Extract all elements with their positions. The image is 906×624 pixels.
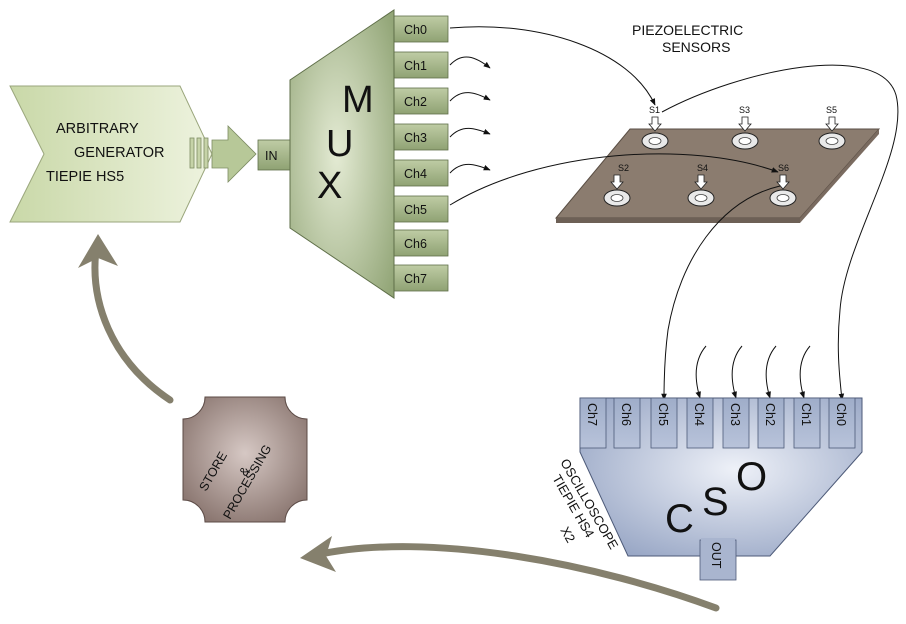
osc-channel-ch4: Ch4 <box>686 397 714 449</box>
generator-label-line2: GENERATOR <box>74 145 165 161</box>
sensor-s3-arrow-icon <box>738 116 752 132</box>
osc-channel-ch6: Ch6 <box>613 397 641 449</box>
feedback-flow-arrows <box>78 234 720 612</box>
mux-letter-x: X <box>317 165 342 207</box>
processing-body <box>182 396 308 523</box>
osc-ch5-label: Ch5 <box>656 403 670 426</box>
mux-channel-ch5: Ch5 <box>391 195 449 223</box>
sensor-s4: S4 <box>687 163 715 207</box>
sensor-s5: S5 <box>818 105 846 150</box>
osc-channel-ch5: Ch5 <box>650 397 678 449</box>
osc-ch1-label: Ch1 <box>799 403 813 426</box>
wire-s1-to-osc-ch0 <box>661 64 899 401</box>
osc-name-line3: X2 <box>557 524 578 545</box>
mux-letter-u: U <box>326 123 353 165</box>
mux-ch5-label: Ch5 <box>404 203 427 217</box>
mux-ch4-label: Ch4 <box>404 167 427 181</box>
osc-ch3-label: Ch3 <box>728 403 742 426</box>
osc-letter-s: S <box>702 480 729 524</box>
osc-output-port: OUT <box>699 538 737 581</box>
mux-ch2-label: Ch2 <box>404 95 427 109</box>
oscilloscope-body <box>579 397 863 557</box>
osc-letter-c: C <box>665 497 694 541</box>
piezoelectric-sensors: PIEZOELECTRIC SENSORS S1 S3 S5 <box>554 22 881 223</box>
sensor-s2: S2 <box>603 163 631 207</box>
mux-channel-ch0: Ch0 <box>391 15 449 43</box>
sensor-s1-label: S1 <box>649 105 660 115</box>
sensor-s3: S3 <box>731 105 759 150</box>
generator-label-line3: TIEPIE HS5 <box>46 169 124 185</box>
multiplexer: Ch0 Ch1 Ch2 Ch3 Ch4 Ch5 Ch6 Ch7 <box>257 9 449 299</box>
osc-channel-ch1: Ch1 <box>793 397 821 449</box>
oscilloscope: Ch7 Ch6 Ch5 Ch4 Ch3 Ch2 Ch1 Ch0 <box>549 397 863 581</box>
sensor-s2-arrow-icon <box>610 174 624 190</box>
sensor-s5-label: S5 <box>826 105 837 115</box>
osc-channel-ch0: Ch0 <box>828 397 856 449</box>
osc-channel-ch7: Ch7 <box>579 397 607 449</box>
osc-ch6-label: Ch6 <box>619 403 633 426</box>
store-processing: STORE & PROCESSING <box>182 396 308 523</box>
mux-channel-ch2: Ch2 <box>391 87 449 115</box>
flow-osc-to-processing <box>312 543 720 612</box>
osc-channel-ch2: Ch2 <box>757 397 785 449</box>
sensor-s5-arrow-icon <box>825 116 839 132</box>
sensors-title-line2: SENSORS <box>662 39 730 55</box>
generator-output-arrow <box>189 125 257 183</box>
mux-channel-stub-arrows <box>449 56 491 174</box>
osc-ch0-label: Ch0 <box>834 403 848 426</box>
flow-osc-arrowhead <box>300 536 336 572</box>
mux-channel-ch4: Ch4 <box>391 159 449 187</box>
sensor-s1-arrow-icon <box>648 116 662 132</box>
osc-ch4-label: Ch4 <box>692 403 706 426</box>
signal-wires <box>449 26 899 401</box>
wire-mux-ch0-to-s1 <box>449 26 656 106</box>
mux-input-label: IN <box>265 149 278 163</box>
mux-channel-ch3: Ch3 <box>391 123 449 151</box>
mux-ch1-label: Ch1 <box>404 59 427 73</box>
osc-letter-o: O <box>736 455 767 499</box>
mux-input-port: IN <box>257 139 293 171</box>
mux-ch0-label: Ch0 <box>404 23 427 37</box>
mux-channel-ch1: Ch1 <box>391 51 449 79</box>
wire-mux-ch5-to-s6 <box>449 153 779 206</box>
sensor-s1: S1 <box>641 105 669 150</box>
mux-ch7-label: Ch7 <box>404 272 427 286</box>
sensor-s2-label: S2 <box>618 163 629 173</box>
mux-body <box>289 9 395 299</box>
osc-ch2-label: Ch2 <box>763 403 777 426</box>
osc-output-label: OUT <box>709 542 723 569</box>
flow-generator-arrowhead <box>78 234 118 268</box>
sensor-s6-arrow-icon <box>776 174 790 190</box>
sensor-s3-label: S3 <box>739 105 750 115</box>
sensor-s4-arrow-icon <box>694 174 708 190</box>
osc-channel-ch3: Ch3 <box>722 397 750 449</box>
mux-ch6-label: Ch6 <box>404 237 427 251</box>
mux-ch3-label: Ch3 <box>404 131 427 145</box>
mux-letter-m: M <box>342 79 374 121</box>
sensor-s4-label: S4 <box>697 163 708 173</box>
flow-processing-to-generator <box>91 246 174 404</box>
osc-ch7-label: Ch7 <box>585 403 599 426</box>
mux-channel-ch7: Ch7 <box>391 264 449 292</box>
sensor-s6-label: S6 <box>778 163 789 173</box>
wire-s6-to-osc-ch5 <box>661 185 781 401</box>
generator-label-line1: ARBITRARY <box>56 121 139 137</box>
sensors-title-line1: PIEZOELECTRIC <box>632 22 743 38</box>
sensor-s6: S6 <box>769 163 797 207</box>
mux-channel-ch6: Ch6 <box>391 229 449 257</box>
arbitrary-generator: ARBITRARY GENERATOR TIEPIE HS5 <box>9 85 213 223</box>
